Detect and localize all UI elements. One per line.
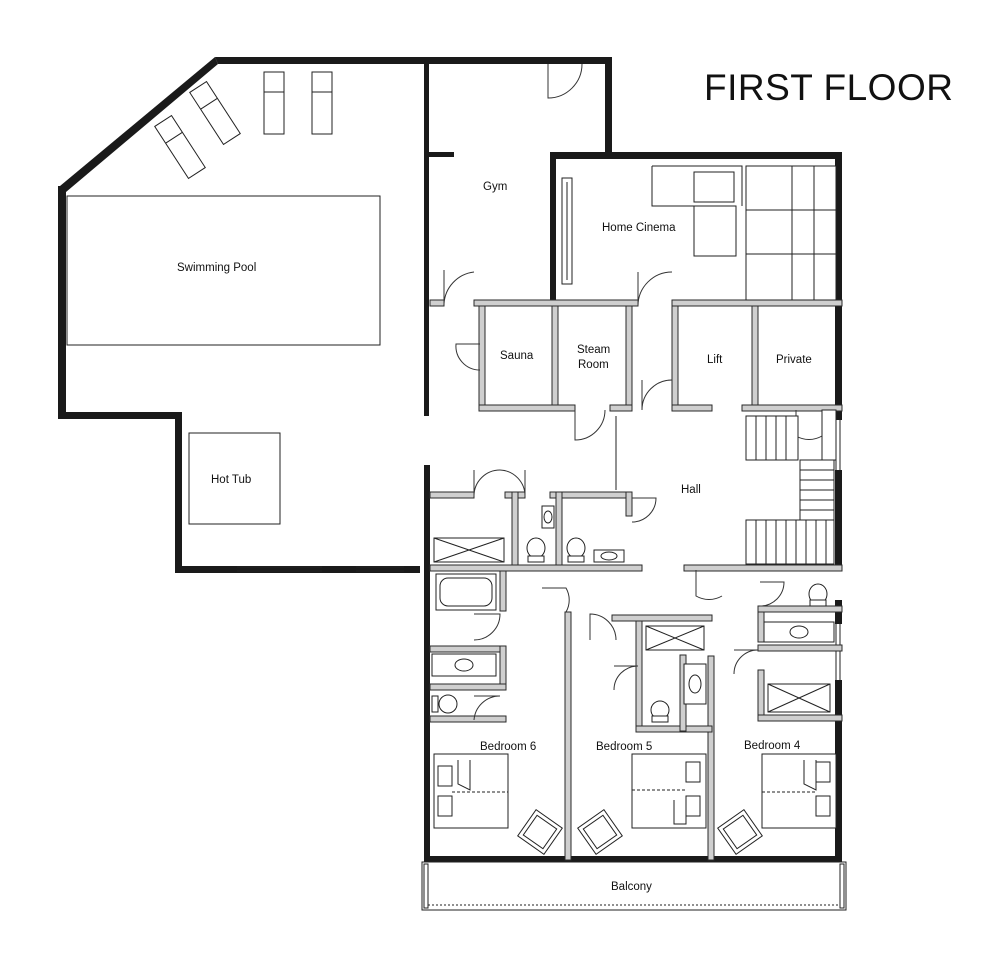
room-label-room: Room (578, 359, 609, 371)
bedroom-furniture (433, 753, 837, 855)
room-label-sauna: Sauna (500, 350, 534, 362)
room-label-gym: Gym (483, 181, 507, 193)
exterior-walls (58, 57, 842, 862)
room-label-bedroom-5: Bedroom 5 (596, 741, 652, 753)
hot-tub (188, 432, 281, 525)
room-label-bedroom-4: Bedroom 4 (744, 740, 801, 752)
bathroom-fixtures (431, 505, 835, 723)
room-label-steam: Steam (577, 344, 610, 356)
room-label-bedroom-6: Bedroom 6 (480, 741, 536, 753)
room-label-swimming-pool: Swimming Pool (177, 262, 256, 274)
room-label-home-cinema: Home Cinema (602, 222, 676, 234)
room-label-balcony: Balcony (611, 881, 652, 893)
doors (443, 63, 823, 721)
balcony (421, 861, 847, 911)
windows (237, 420, 841, 680)
staircase (745, 409, 837, 565)
room-label-hall: Hall (681, 484, 701, 496)
room-label-private: Private (776, 354, 812, 366)
floor-title: FIRST FLOOR (704, 67, 953, 108)
room-label-hot-tub: Hot Tub (211, 474, 251, 486)
interior-walls (429, 299, 843, 861)
room-label-lift: Lift (707, 354, 723, 366)
swimming-pool (66, 195, 381, 346)
sun-loungers (154, 71, 333, 180)
cinema-furniture (561, 165, 837, 301)
